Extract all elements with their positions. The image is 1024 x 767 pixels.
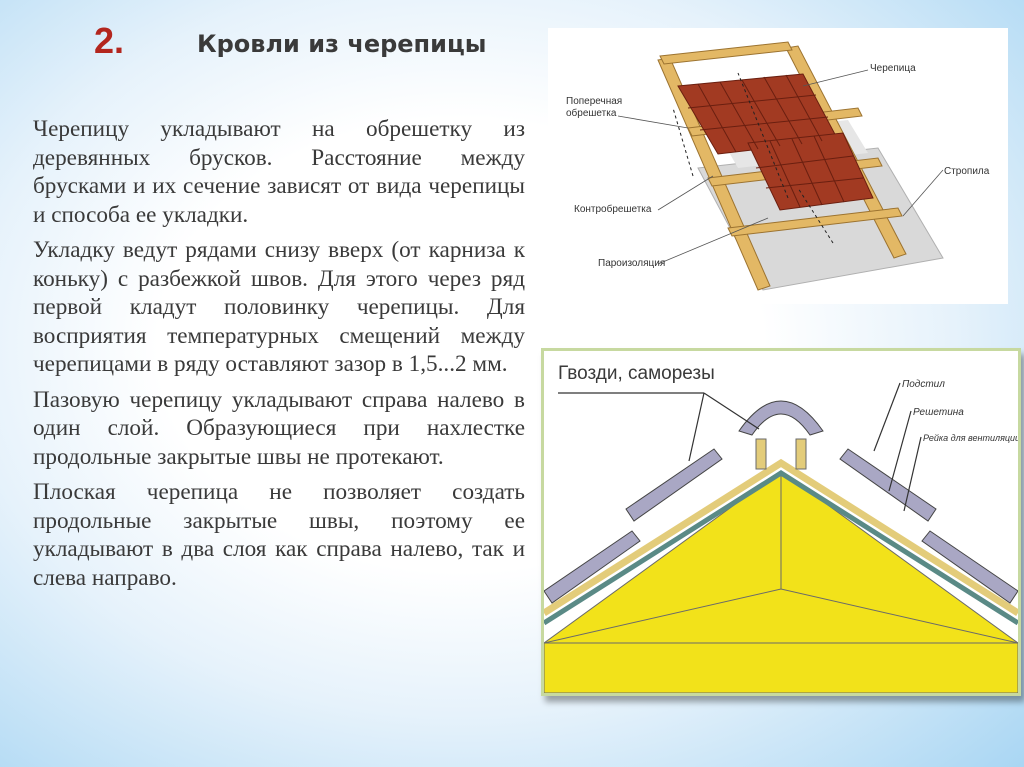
tile-left-1 — [543, 530, 641, 604]
label-vent-rail: Рейка для вентиляции — [923, 433, 1018, 443]
roof-structure-svg: Черепица Поперечная обрешетка Стропила К… — [566, 41, 990, 291]
slide-number: 2. — [94, 20, 125, 61]
lathing-layer — [542, 458, 1020, 616]
label-underlay: Подстил — [902, 379, 945, 390]
tile-right-2 — [839, 448, 937, 522]
paragraph-3: Пазовую черепицу укладывают справа налев… — [33, 386, 525, 470]
ridge-support-right — [795, 438, 807, 470]
label-cross-batten-2: обрешетка — [566, 107, 617, 119]
leader-lines — [617, 69, 944, 265]
ridge-cap — [738, 400, 824, 436]
airflow-arrows — [672, 72, 834, 244]
label-rafters: Стропила — [944, 166, 990, 177]
label-cross-batten-1: Поперечная — [566, 96, 622, 107]
label-counter-batten: Контробрешетка — [574, 203, 652, 215]
tile-ridges — [687, 74, 864, 208]
ridge-section-diagram: Гвозди, саморезы Подстил Решетина Рейка … — [541, 348, 1021, 696]
label-lathing: Решетина — [913, 407, 964, 418]
tile-left-2 — [625, 448, 723, 522]
label-nails: Гвозди, саморезы — [558, 363, 715, 384]
body-text: Черепицу укладывают на обрешетку из дере… — [33, 115, 525, 599]
ridge-support-left — [755, 438, 767, 470]
ridge-section-svg: Гвозди, саморезы Подстил Решетина Рейка … — [542, 363, 1020, 694]
paragraph-4: Плоская черепица не позволяет создать пр… — [33, 479, 525, 591]
tile-right-1 — [921, 530, 1019, 604]
top-batten — [659, 41, 793, 65]
underlay-layer — [542, 470, 1020, 626]
label-vapor-barrier: Пароизоляция — [598, 258, 665, 269]
insulation-inner-edge — [543, 588, 1019, 644]
paragraph-1: Черепицу укладывают на обрешетку из дере… — [33, 116, 525, 228]
leader-lines-2 — [558, 382, 922, 512]
slide-title: Кровли из черепицы — [197, 30, 487, 58]
roof-structure-diagram: Черепица Поперечная обрешетка Стропила К… — [548, 28, 1008, 304]
label-tile: Черепица — [870, 63, 916, 74]
paragraph-2: Укладку ведут рядами снизу вверх (от кар… — [33, 237, 525, 377]
